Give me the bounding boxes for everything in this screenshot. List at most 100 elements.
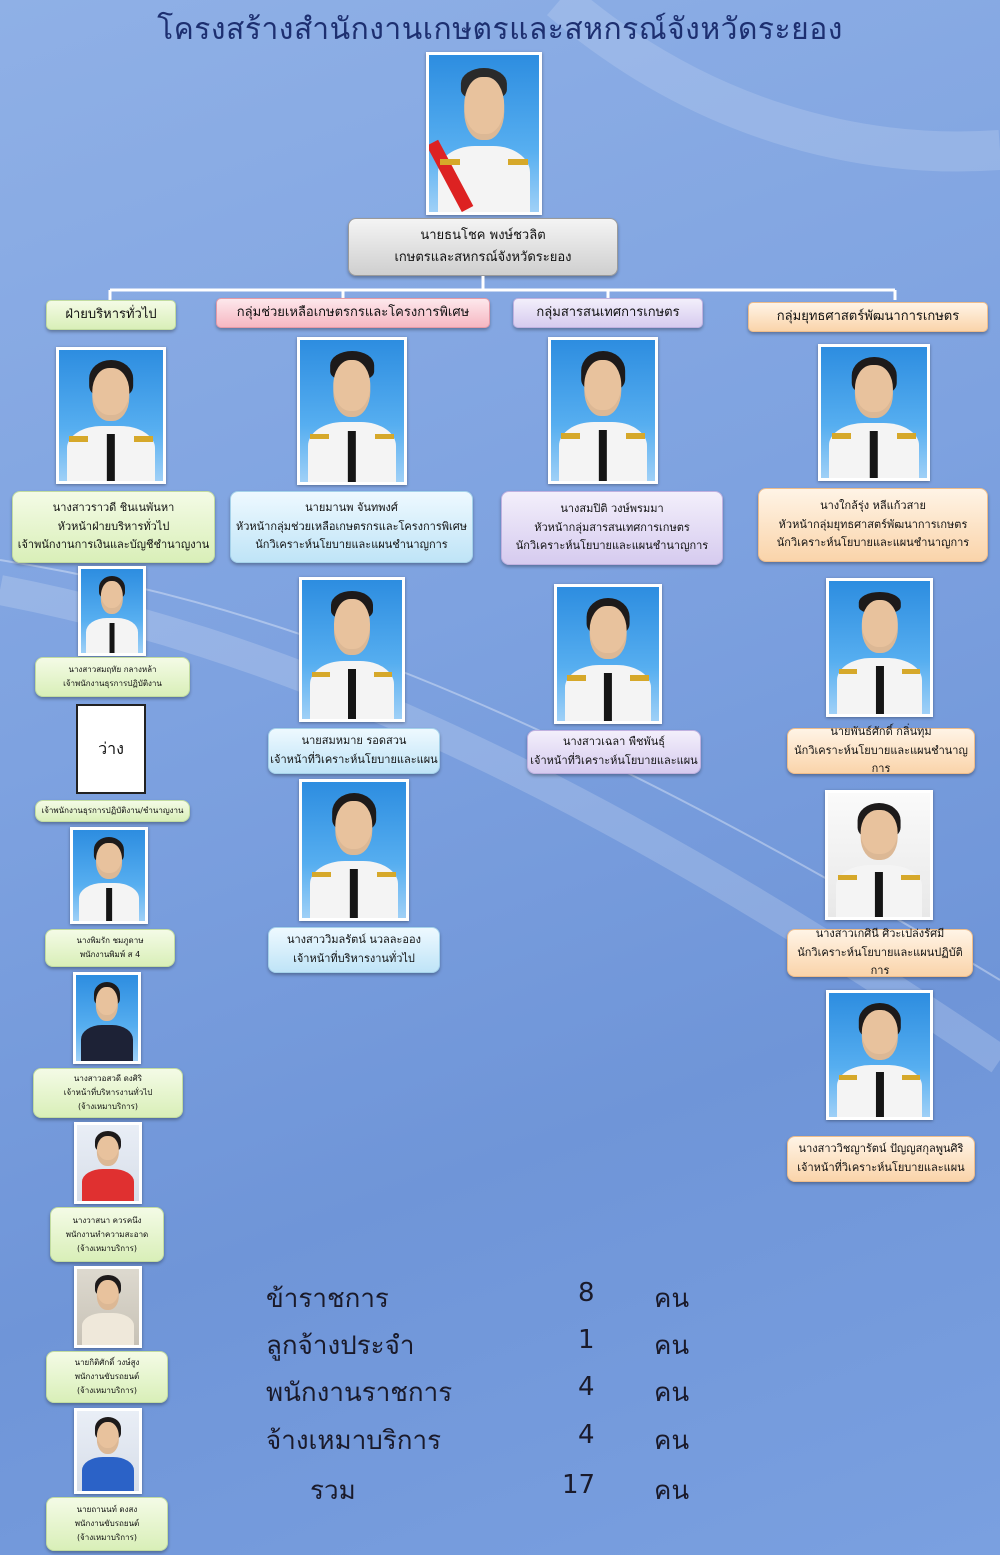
summary-count: 4 xyxy=(578,1420,595,1450)
staff-name: นายถานนท์ ดงสง xyxy=(76,1505,138,1514)
admin-staff-2-box: นางสาวสมฤทัย กลางหล้า เจ้าพนักงานธุรการป… xyxy=(35,657,190,697)
assist-staff-2-box: นายสมหมาย รอดสวน เจ้าหน้าที่วิเคราะห์นโย… xyxy=(268,728,440,774)
strategy-staff-4-photo xyxy=(826,990,933,1120)
dept-admin-header: ฝ่ายบริหารทั่วไป xyxy=(46,300,176,330)
staff-position: หัวหน้ากลุ่มยุทธศาสตร์พัฒนาการเกษตร xyxy=(778,517,968,531)
admin-staff-1-photo xyxy=(56,347,166,484)
staff-position: (จ้างเหมาบริการ) xyxy=(77,1102,139,1111)
staff-position: นักวิเคราะห์นโยบายและแผนชำนาญการ xyxy=(515,539,709,553)
summary-unit: คน xyxy=(654,1426,690,1456)
staff-position: นักวิเคราะห์นโยบายและแผนชำนาญการ xyxy=(794,743,968,776)
staff-position: หัวหน้ากลุ่มช่วยเหลือเกษตรกรและโครงการพิ… xyxy=(235,519,468,533)
summary-unit: คน xyxy=(654,1331,690,1361)
admin-staff-6-photo xyxy=(74,1122,142,1204)
staff-name: นางใกล้รุ่ง หลีแก้วสาย xyxy=(820,498,926,512)
staff-position: (จ้างเหมาบริการ) xyxy=(76,1533,138,1542)
staff-name: นางสาวเกศินี ศิวะเปล่งรัศมี xyxy=(815,926,945,940)
admin-staff-4-photo xyxy=(70,827,148,924)
assist-staff-3-photo xyxy=(299,779,409,921)
admin-staff-6-box: นางวาสนา ควรคนึง พนักงานทำความสะอาด (จ้า… xyxy=(50,1207,164,1262)
summary-unit: คน xyxy=(654,1476,690,1506)
staff-name: นายมานพ จันทพงศ์ xyxy=(305,500,398,514)
summary-label: ลูกจ้างประจำ xyxy=(266,1331,415,1361)
staff-position: พนักงานขับรถยนต์ xyxy=(74,1372,140,1381)
assist-staff-1-box: นายมานพ จันทพงศ์ หัวหน้ากลุ่มช่วยเหลือเก… xyxy=(230,491,473,563)
staff-position: เจ้าพนักงานธุรการปฏิบัติงาน xyxy=(63,679,162,688)
staff-name: นางวาสนา ควรคนึง xyxy=(72,1215,142,1225)
strategy-staff-3-box: นางสาวเกศินี ศิวะเปล่งรัศมี นักวิเคราะห์… xyxy=(787,927,973,977)
strategy-staff-2-photo xyxy=(826,578,933,717)
dept-strategy-header: กลุ่มยุทธศาสตร์พัฒนาการเกษตร xyxy=(748,302,988,332)
admin-staff-8-box: นายถานนท์ ดงสง พนักงานขับรถยนต์ (จ้างเหม… xyxy=(46,1497,168,1551)
staff-position: หัวหน้ากลุ่มสารสนเทศการเกษตร xyxy=(534,520,690,534)
staff-position: พนักงานทำความสะอาด xyxy=(65,1229,149,1239)
staff-position: เจ้าหน้าที่บริหารงานทั่วไป xyxy=(293,952,415,965)
admin-staff-5-photo xyxy=(73,972,141,1064)
summary-count: 8 xyxy=(578,1278,595,1308)
staff-name: นางสาววิมลรัตน์ นวลละออง xyxy=(286,933,422,947)
page-title: โครงสร้างสำนักงานเกษตรและสหกรณ์จังหวัดระ… xyxy=(157,12,843,47)
staff-position: นักวิเคราะห์นโยบายและแผนชำนาญการ xyxy=(776,536,970,550)
staff-name: นางพิมรัก ชมภูดาษ xyxy=(76,936,144,945)
director-box: นายธนโชค พงษ์ชวลิต เกษตรและสหกรณ์จังหวัด… xyxy=(348,218,618,276)
admin-staff-3-box: เจ้าพนักงานธุรการปฏิบัติงาน/ชำนาญงาน xyxy=(35,800,190,822)
admin-staff-7-box: นายกิติศักดิ์ วงษ์สูง พนักงานขับรถยนต์ (… xyxy=(46,1351,168,1403)
staff-position: เจ้าพนักงานธุรการปฏิบัติงาน/ชำนาญงาน xyxy=(41,806,184,815)
info-staff-2-photo xyxy=(554,584,662,724)
summary-total-count: 17 xyxy=(562,1470,596,1500)
admin-staff-1-box: นางสาวราวดี ชินเนพันหา หัวหน้าฝ่ายบริหาร… xyxy=(12,491,215,563)
summary-unit: คน xyxy=(654,1378,690,1408)
info-staff-1-box: นางสมปิติ วงษ์พรมมา หัวหน้ากลุ่มสารสนเทศ… xyxy=(501,491,723,565)
admin-staff-2-photo xyxy=(78,566,146,656)
staff-name: นางสาววิชญารัตน์ ปัญญสกุลพูนศิริ xyxy=(798,1142,964,1156)
info-staff-2-box: นางสาวเฉลา พืชพันธุ์ เจ้าหน้าที่วิเคราะห… xyxy=(527,730,701,774)
summary-unit: คน xyxy=(654,1284,690,1314)
staff-name: นางสาวอสวดี ดงศิริ xyxy=(73,1074,143,1083)
staff-position: (จ้างเหมาบริการ) xyxy=(76,1386,138,1395)
admin-staff-4-box: นางพิมรัก ชมภูดาษ พนักงานพิมพ์ ส 4 xyxy=(45,929,175,967)
org-connectors xyxy=(108,276,897,300)
strategy-staff-1-photo xyxy=(818,344,930,481)
strategy-staff-2-box: นายพันธ์ศักดิ์ กลิ่นทุม นักวิเคราะห์นโยบ… xyxy=(787,725,975,775)
staff-position: เจ้าหน้าที่วิเคราะห์นโยบายและแผน xyxy=(270,753,438,766)
director-position: เกษตรและสหกรณ์จังหวัดระยอง xyxy=(394,250,572,265)
strategy-staff-3-photo xyxy=(825,790,933,920)
staff-position: (จ้างเหมาบริการ) xyxy=(76,1243,138,1253)
info-staff-1-photo xyxy=(548,337,658,484)
staff-name: นายสมหมาย รอดสวน xyxy=(301,734,407,748)
staff-position: พนักงานขับรถยนต์ xyxy=(74,1519,140,1528)
summary-label: พนักงานราชการ xyxy=(266,1378,453,1408)
summary-count: 1 xyxy=(578,1325,595,1355)
staff-position: นักวิเคราะห์นโยบายและแผนปฏิบัติการ xyxy=(797,945,963,978)
admin-staff-7-photo xyxy=(74,1266,142,1348)
admin-staff-5-box: นางสาวอสวดี ดงศิริ เจ้าหน้าที่บริหารงานท… xyxy=(33,1068,183,1118)
staff-name: นายพันธ์ศักดิ์ กลิ่นทุม xyxy=(830,724,932,738)
vacant-position: ว่าง xyxy=(76,704,146,794)
director-name: นายธนโชค พงษ์ชวลิต xyxy=(420,227,546,243)
staff-position: พนักงานพิมพ์ ส 4 xyxy=(79,950,141,959)
staff-name: นายกิติศักดิ์ วงษ์สูง xyxy=(74,1358,140,1367)
staff-position: หัวหน้าฝ่ายบริหารทั่วไป xyxy=(57,519,170,533)
strategy-staff-4-box: นางสาววิชญารัตน์ ปัญญสกุลพูนศิริ เจ้าหน้… xyxy=(787,1136,975,1182)
staff-position: เจ้าหน้าที่วิเคราะห์นโยบายและแผน xyxy=(530,754,698,767)
dept-assist-header: กลุ่มช่วยเหลือเกษตรกรและโครงการพิเศษ xyxy=(216,298,490,328)
staff-name: นางสาวเฉลา พืชพันธุ์ xyxy=(562,735,665,749)
dept-info-header: กลุ่มสารสนเทศการเกษตร xyxy=(513,298,703,328)
staff-name: นางสาวราวดี ชินเนพันหา xyxy=(52,500,175,514)
staff-name: นางสาวสมฤทัย กลางหล้า xyxy=(68,665,157,674)
staff-position: นักวิเคราะห์นโยบายและแผนชำนาญการ xyxy=(255,538,448,552)
assist-staff-1-photo xyxy=(297,337,407,485)
staff-position: เจ้าหน้าที่วิเคราะห์นโยบายและแผน xyxy=(797,1161,965,1174)
summary-total-label: รวม xyxy=(310,1476,356,1506)
admin-staff-8-photo xyxy=(74,1408,142,1494)
summary-count: 4 xyxy=(578,1372,595,1402)
staff-position: เจ้าหน้าที่บริหารงานทั่วไป xyxy=(63,1088,153,1097)
staff-name: นางสมปิติ วงษ์พรมมา xyxy=(560,501,664,515)
assist-staff-2-photo xyxy=(299,577,405,722)
staff-position: เจ้าพนักงานการเงินและบัญชีชำนาญงาน xyxy=(17,538,210,552)
summary-label: จ้างเหมาบริการ xyxy=(266,1426,442,1456)
assist-staff-3-box: นางสาววิมลรัตน์ นวลละออง เจ้าหน้าที่บริห… xyxy=(268,927,440,973)
strategy-staff-1-box: นางใกล้รุ่ง หลีแก้วสาย หัวหน้ากลุ่มยุทธศ… xyxy=(758,488,988,562)
summary-label: ข้าราชการ xyxy=(266,1284,389,1314)
director-photo xyxy=(426,52,542,215)
